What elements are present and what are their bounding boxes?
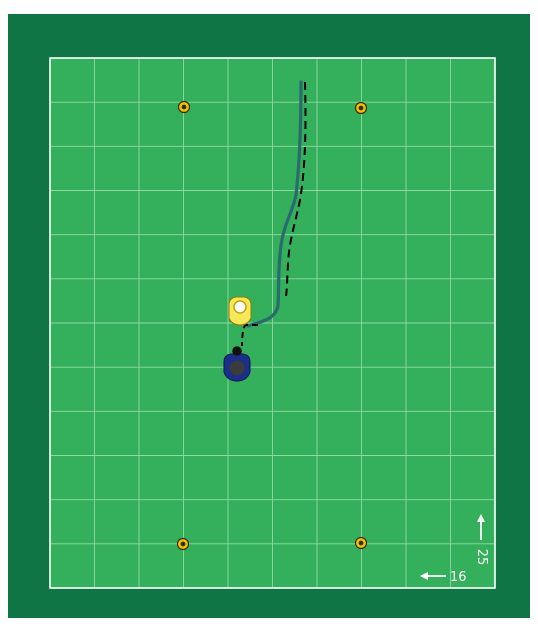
cone-bottom-left-icon — [178, 539, 189, 550]
width-dimension-label: 16 — [450, 570, 467, 585]
cone-bottom-right-icon — [356, 538, 367, 549]
player-yellow-icon — [229, 297, 251, 325]
length-dimension-label: 25 — [474, 549, 489, 566]
cone-top-right-icon — [356, 103, 367, 114]
cone-top-left-icon — [179, 102, 190, 113]
